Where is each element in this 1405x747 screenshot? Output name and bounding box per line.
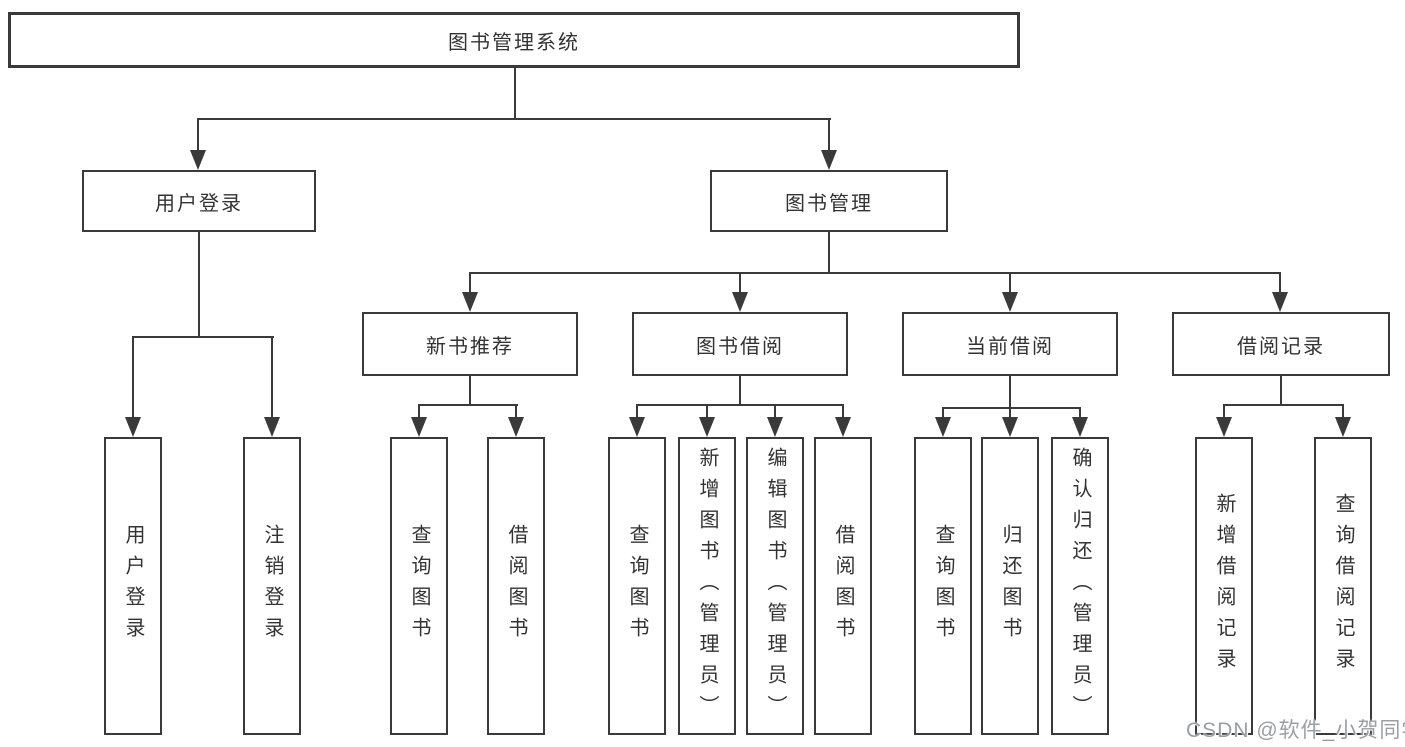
arrow-down-icon	[699, 417, 715, 437]
connector-hline	[942, 407, 1081, 409]
leaf-borrow-books-2: 借阅图书	[814, 437, 872, 735]
connector-vline	[198, 232, 200, 336]
arrow-down-icon	[732, 292, 748, 312]
leaf-borrow-books-1-label: 借阅图书	[505, 524, 527, 648]
leaf-query-borrow-record: 查询借阅记录	[1314, 437, 1372, 735]
arrow-down-icon	[1072, 417, 1088, 437]
leaf-confirm-return-admin: 确认归还（管理员）	[1051, 437, 1109, 735]
connector-vline	[828, 118, 830, 152]
leaf-query-books-1: 查询图书	[390, 437, 448, 735]
leaf-query-books-3-label: 查询图书	[932, 524, 954, 648]
leaf-add-books-admin-label: 新增图书（管理员）	[696, 446, 718, 726]
connector-vline	[1280, 376, 1282, 404]
node-book-borrowing-label: 图书借阅	[696, 335, 784, 358]
arrow-down-icon	[264, 417, 280, 437]
arrow-down-icon	[125, 417, 141, 437]
connector-vline	[1342, 404, 1344, 419]
connector-vline	[942, 407, 944, 419]
connector-vline	[739, 376, 741, 404]
leaf-add-borrow-record: 新增借阅记录	[1195, 437, 1253, 735]
connector-vline	[842, 404, 844, 419]
leaf-borrow-books-2-label: 借阅图书	[832, 524, 854, 648]
connector-vline	[271, 336, 273, 419]
connector-vline	[197, 118, 199, 152]
leaf-query-borrow-record-label: 查询借阅记录	[1332, 493, 1354, 679]
node-current-borrowing: 当前借阅	[902, 312, 1118, 376]
leaf-query-books-2: 查询图书	[608, 437, 666, 735]
arrow-down-icon	[1272, 292, 1288, 312]
arrow-down-icon	[190, 150, 206, 170]
connector-vline	[132, 336, 134, 419]
arrow-down-icon	[462, 292, 478, 312]
arrow-down-icon	[1002, 417, 1018, 437]
leaf-add-books-admin: 新增图书（管理员）	[678, 437, 736, 735]
node-borrowing-records-label: 借阅记录	[1237, 335, 1325, 358]
leaf-user-login-label: 用户登录	[122, 524, 144, 648]
leaf-edit-books-admin: 编辑图书（管理员）	[746, 437, 804, 735]
leaf-edit-books-admin-label: 编辑图书（管理员）	[764, 446, 786, 726]
connector-vline	[1009, 407, 1011, 419]
connector-vline	[1009, 376, 1011, 407]
arrow-down-icon	[767, 417, 783, 437]
node-root: 图书管理系统	[8, 12, 1020, 68]
connector-hline	[418, 404, 518, 406]
connector-vline	[739, 272, 741, 294]
node-borrowing-records: 借阅记录	[1172, 312, 1390, 376]
connector-vline	[774, 404, 776, 419]
connector-hline	[1223, 404, 1343, 406]
csdn-watermark: CSDN @软件_小贺同学	[1186, 719, 1405, 742]
node-root-label: 图书管理系统	[448, 31, 580, 54]
leaf-query-books-2-label: 查询图书	[626, 524, 648, 648]
node-current-borrowing-label: 当前借阅	[966, 335, 1054, 358]
leaf-return-books-label: 归还图书	[999, 524, 1021, 648]
node-book-borrowing: 图书借阅	[632, 312, 848, 376]
connector-hline	[469, 272, 1281, 274]
node-book-management-label: 图书管理	[785, 192, 873, 215]
arrow-down-icon	[1002, 292, 1018, 312]
leaf-query-books-1-label: 查询图书	[408, 524, 430, 648]
connector-vline	[706, 404, 708, 419]
connector-vline	[1079, 407, 1081, 419]
connector-vline	[515, 404, 517, 419]
connector-vline	[469, 376, 471, 404]
connector-hline	[636, 404, 844, 406]
arrow-down-icon	[835, 417, 851, 437]
connector-hline	[197, 118, 831, 120]
arrow-down-icon	[411, 417, 427, 437]
connector-hline	[132, 336, 274, 338]
arrow-down-icon	[629, 417, 645, 437]
leaf-add-borrow-record-label: 新增借阅记录	[1213, 493, 1235, 679]
node-book-management: 图书管理	[710, 170, 948, 232]
arrow-down-icon	[935, 417, 951, 437]
leaf-logout-label: 注销登录	[261, 524, 283, 648]
leaf-query-books-3: 查询图书	[914, 437, 972, 735]
node-user-login: 用户登录	[82, 170, 316, 232]
arrow-down-icon	[821, 150, 837, 170]
leaf-logout: 注销登录	[243, 437, 301, 735]
leaf-confirm-return-admin-label: 确认归还（管理员）	[1069, 446, 1091, 726]
connector-vline	[1223, 404, 1225, 419]
connector-vline	[418, 404, 420, 419]
node-new-book-recommend-label: 新书推荐	[426, 335, 514, 358]
connector-vline	[636, 404, 638, 419]
connector-vline	[828, 232, 830, 272]
leaf-return-books: 归还图书	[981, 437, 1039, 735]
connector-vline	[469, 272, 471, 294]
node-new-book-recommend: 新书推荐	[362, 312, 578, 376]
arrow-down-icon	[1335, 417, 1351, 437]
connector-vline	[1279, 272, 1281, 294]
leaf-borrow-books-1: 借阅图书	[487, 437, 545, 735]
node-user-login-label: 用户登录	[155, 192, 243, 215]
connector-vline	[514, 68, 516, 118]
arrow-down-icon	[508, 417, 524, 437]
arrow-down-icon	[1216, 417, 1232, 437]
connector-vline	[1009, 272, 1011, 294]
leaf-user-login: 用户登录	[104, 437, 162, 735]
